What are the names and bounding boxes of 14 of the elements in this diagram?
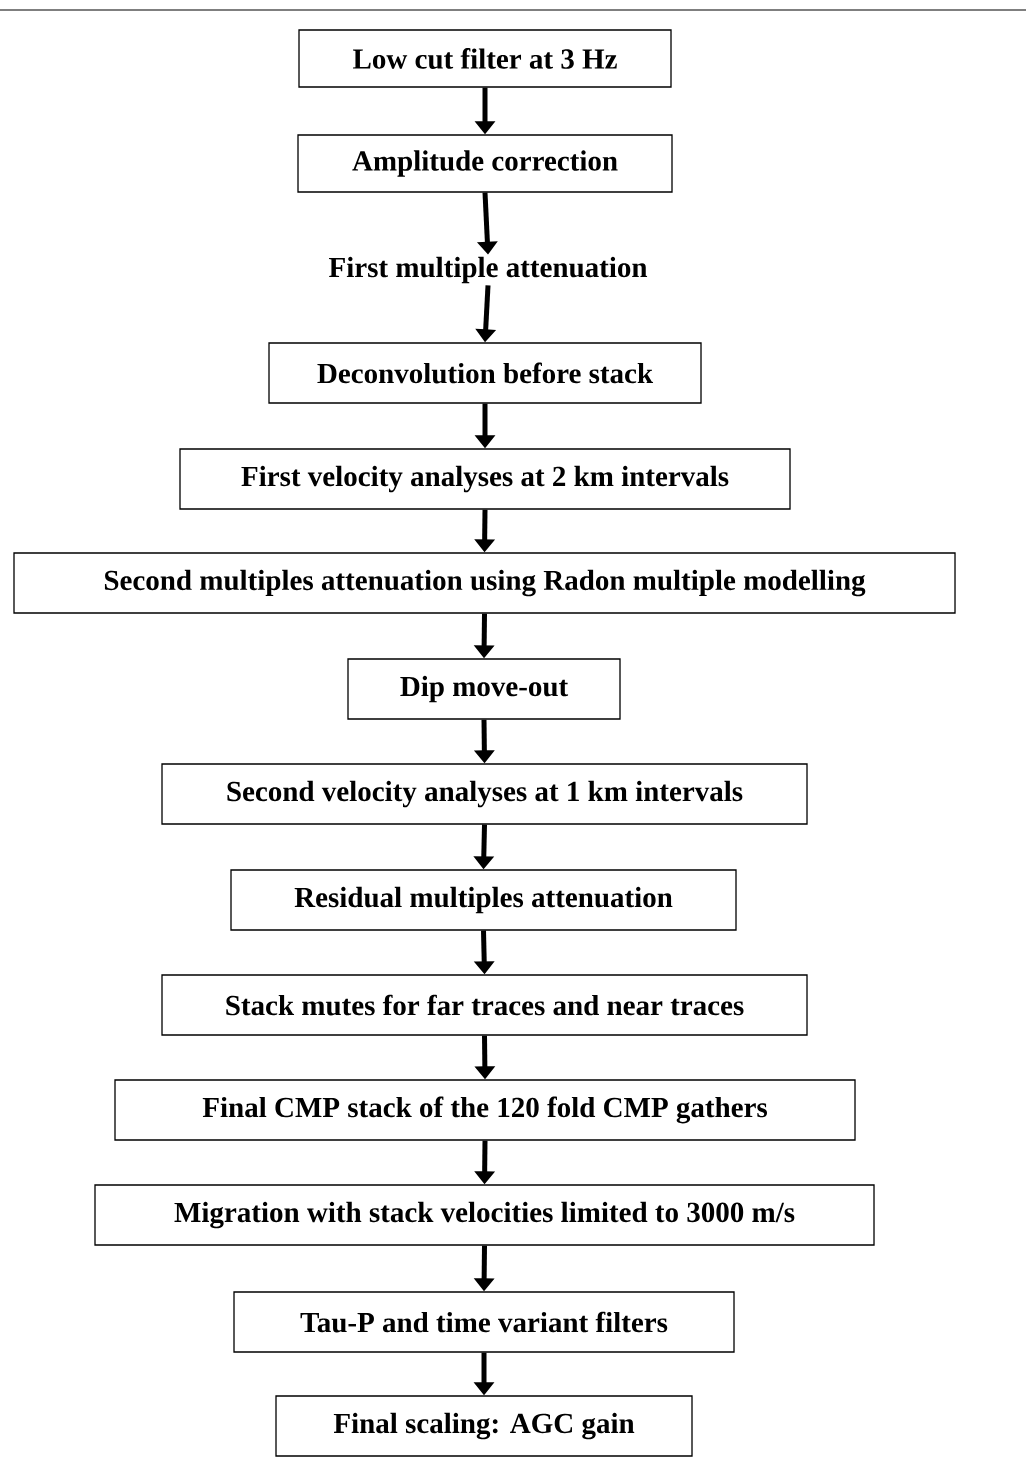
process-box: Tau-P and time variant filters — [233, 1291, 735, 1353]
process-box: Second velocity analyses at 1 km intervals — [161, 763, 808, 825]
process-box: First velocity analyses at 2 km intervals — [179, 448, 791, 510]
process-box: Deconvolution before stack — [268, 342, 702, 404]
process-box: Final CMP stack of the 120 fold CMP gathers — [114, 1079, 856, 1141]
step-label: First multiple attenuation — [329, 256, 648, 284]
process-box: Migration with stack velocities limited to 3000 m/s — [94, 1184, 875, 1246]
process-box: Dip move-out — [347, 658, 621, 720]
process-box: Final scaling: AGC gain — [275, 1395, 693, 1457]
process-box: Stack mutes for far traces and near traces — [161, 974, 808, 1036]
process-box: Second multiples attenuation using Radon multiple modelling — [13, 552, 956, 614]
process-box: Residual multiples attenuation — [230, 869, 737, 931]
process-box: Amplitude correction — [297, 134, 673, 193]
process-box: Low cut filter at 3 Hz — [298, 29, 672, 88]
